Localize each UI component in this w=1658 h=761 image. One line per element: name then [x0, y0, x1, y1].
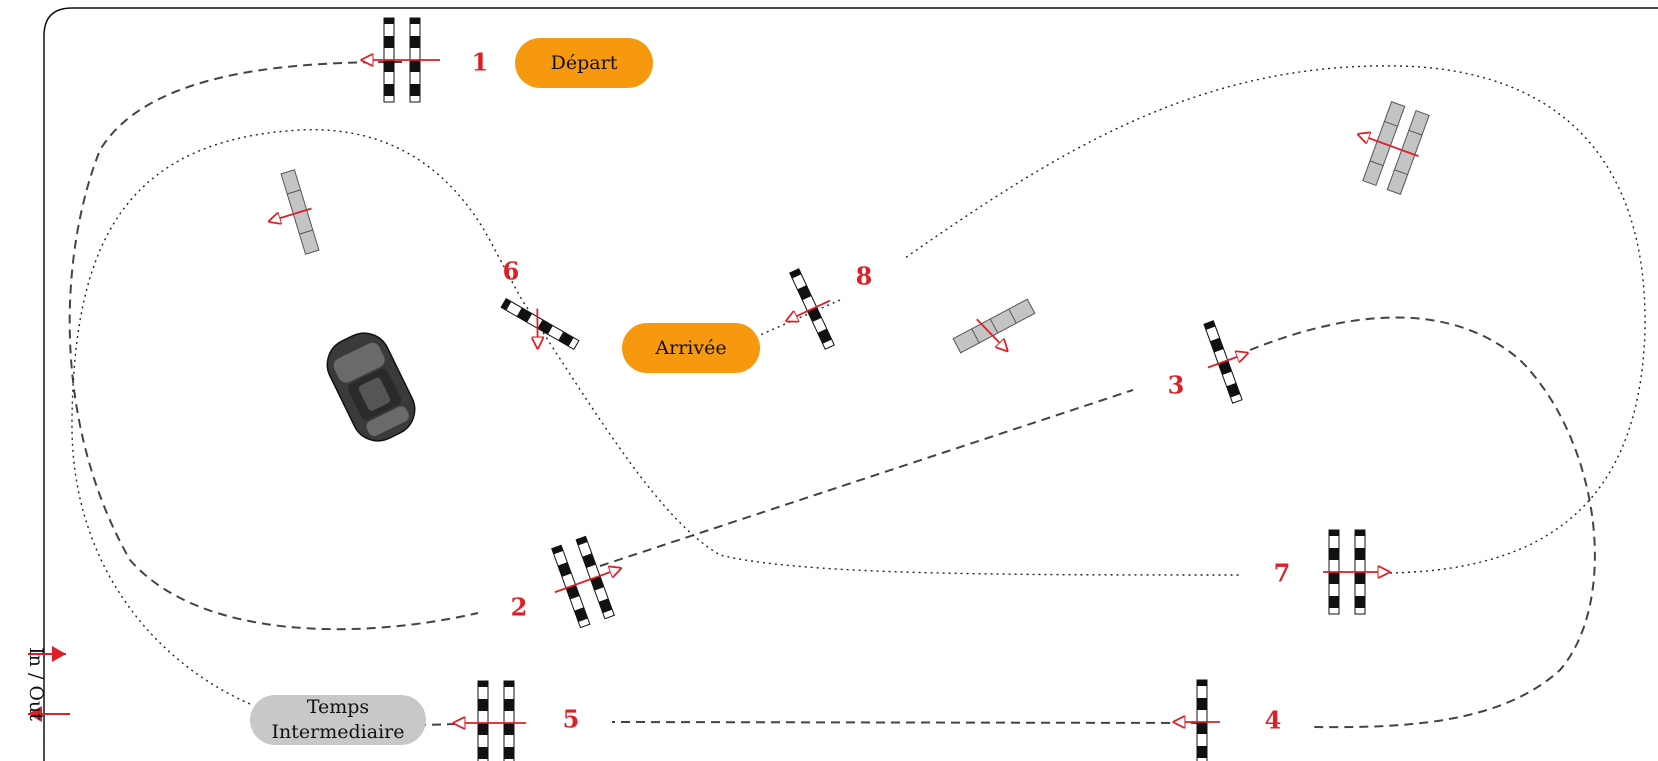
car-icon — [326, 332, 416, 442]
arrivee-label: Arrivée — [622, 323, 760, 373]
svg-text:Temps: Temps — [307, 696, 369, 718]
depart-label: Départ — [515, 38, 653, 88]
gray-marker-right — [1344, 101, 1430, 195]
in-out-label: In / Out — [25, 647, 47, 721]
arena-border — [43, 7, 1658, 761]
route-dashed-4 — [611, 721, 1201, 724]
gate-4 — [1174, 679, 1220, 761]
gate-number-5: 5 — [563, 705, 580, 734]
gray-marker-center — [952, 298, 1036, 354]
gate-1 — [362, 17, 440, 103]
gate-number-2: 2 — [511, 593, 528, 622]
gate-number-7: 7 — [1274, 559, 1291, 588]
temps-intermediaire-label: Temps Intermediaire — [250, 695, 426, 745]
gray-marker-topleft — [257, 169, 320, 255]
route-dotted-2 — [904, 65, 1646, 574]
gate-number-6: 6 — [503, 257, 520, 286]
gate-number-1: 1 — [472, 48, 489, 77]
in-out-indicator: In / Out — [25, 646, 70, 722]
gate-7 — [1323, 529, 1389, 615]
route-dashed-5 — [424, 723, 457, 726]
gate-6 — [500, 297, 580, 351]
route-dashed-2 — [599, 389, 1134, 567]
svg-text:Départ: Départ — [551, 52, 618, 74]
route-dashed-3 — [1249, 316, 1596, 729]
svg-text:Arrivée: Arrivée — [654, 337, 726, 359]
gate-number-4: 4 — [1265, 706, 1282, 735]
svg-text:Intermediaire: Intermediaire — [272, 721, 405, 743]
route-dashed — [68, 61, 479, 631]
gate-3 — [1203, 320, 1262, 404]
gate-number-3: 3 — [1168, 371, 1185, 400]
gate-8 — [769, 268, 835, 350]
route-dotted-3 — [759, 299, 841, 336]
gate-5 — [454, 680, 526, 761]
gate-2 — [551, 535, 635, 629]
gate-number-8: 8 — [856, 262, 873, 291]
route-dotted — [71, 129, 1241, 705]
